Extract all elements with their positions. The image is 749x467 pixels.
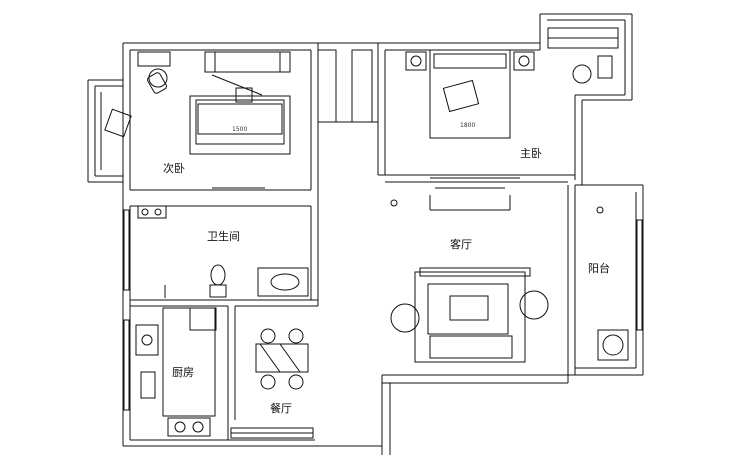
interior-walls xyxy=(130,43,575,440)
outer-walls xyxy=(122,13,644,455)
bay-window xyxy=(87,79,123,183)
master-bedroom-furniture xyxy=(405,49,613,179)
dining-furniture xyxy=(230,328,314,439)
room-label-dining-room: 餐厅 xyxy=(270,401,292,415)
bed-small-dimension: 1500 xyxy=(232,126,247,133)
living-room-furniture xyxy=(390,187,549,363)
windows xyxy=(123,27,643,411)
room-label-bathroom: 卫生间 xyxy=(207,229,240,243)
balcony-fixtures xyxy=(390,199,629,361)
room-label-kitchen: 厨房 xyxy=(172,366,194,379)
bathroom-fixtures xyxy=(137,205,309,298)
bed-master-dimension: 1800 xyxy=(460,122,475,129)
room-label-second-bedroom: 次卧 xyxy=(163,161,185,175)
kitchen-fixtures xyxy=(135,307,217,437)
room-label-living-room: 客厅 xyxy=(450,237,472,251)
room-label-balcony: 阳台 xyxy=(588,261,610,275)
room-label-master-bedroom: 主卧 xyxy=(520,147,542,160)
second-bedroom-furniture xyxy=(104,51,291,189)
